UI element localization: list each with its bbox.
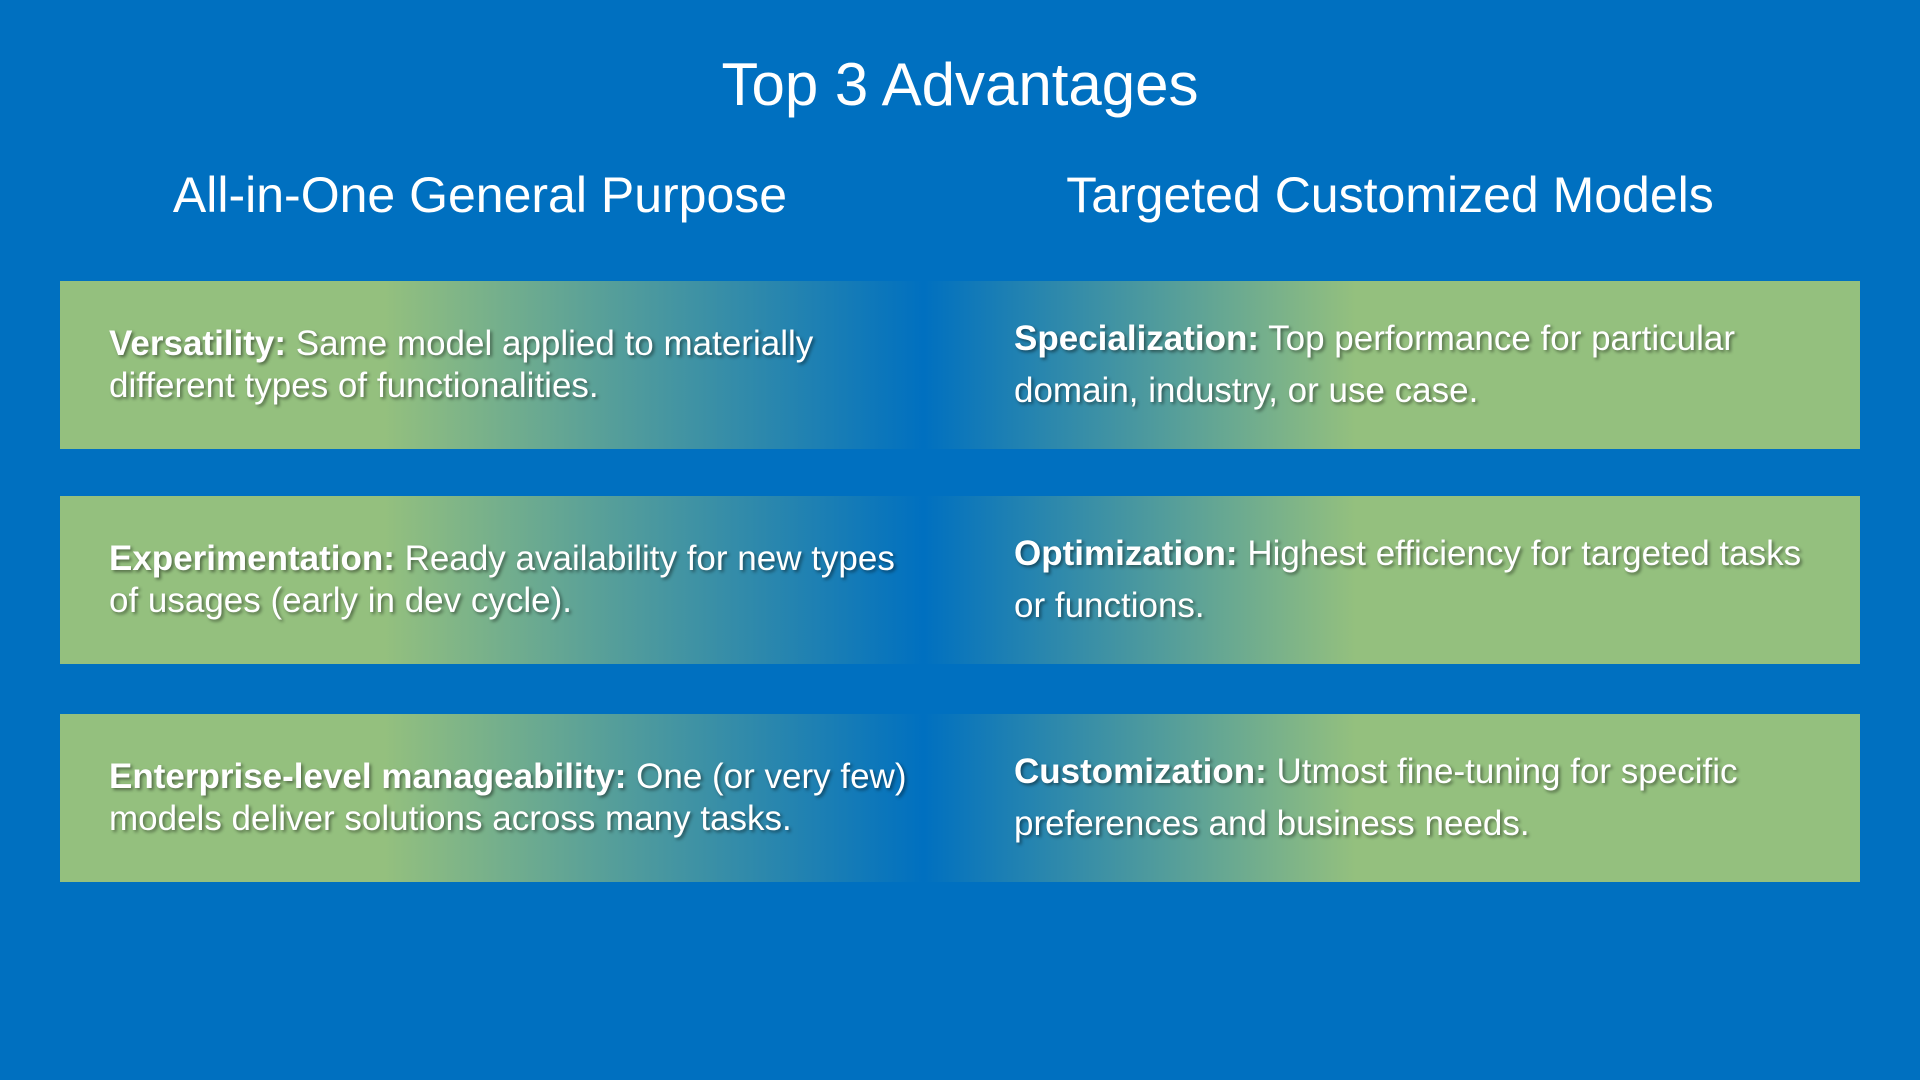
advantage-text: One (or very few) models deliver solutio… [109,757,907,838]
advantage-text: Utmost fine-tuning for specific preferen… [1014,751,1738,844]
general-advantage: Versatility: Same model applied to mater… [109,281,909,449]
advantage-text: Same model applied to materially differe… [109,324,814,405]
custom-advantage: Specialization: Top performance for part… [1014,281,1834,449]
column-header-customized-models: Targeted Customized Models [1066,167,1714,223]
advantage-text: Top performance for particular domain, i… [1014,318,1736,411]
custom-advantage: Customization: Utmost fine-tuning for sp… [1014,714,1834,882]
custom-advantage: Optimization: Highest efficiency for tar… [1014,496,1834,664]
advantage-row: Enterprise-level manageability: One (or … [60,714,1860,882]
slide-title: Top 3 Advantages [721,51,1199,118]
advantage-row: Versatility: Same model applied to mater… [60,281,1860,449]
column-header-general-purpose: All-in-One General Purpose [172,167,788,223]
general-advantage: Enterprise-level manageability: One (or … [109,714,909,882]
advantage-term: Enterprise-level manageability: [109,757,627,796]
general-advantage: Experimentation: Ready availability for … [109,496,909,664]
advantage-row: Experimentation: Ready availability for … [60,496,1860,664]
advantage-term: Experimentation: [109,539,395,578]
advantage-term: Customization: [1014,751,1267,791]
advantage-term: Optimization: [1014,533,1238,573]
advantage-text: Ready availability for new types of usag… [109,539,895,620]
advantage-term: Specialization: [1014,318,1260,358]
advantage-text: Highest efficiency for targeted tasks or… [1014,533,1802,626]
advantage-term: Versatility: [109,324,287,363]
